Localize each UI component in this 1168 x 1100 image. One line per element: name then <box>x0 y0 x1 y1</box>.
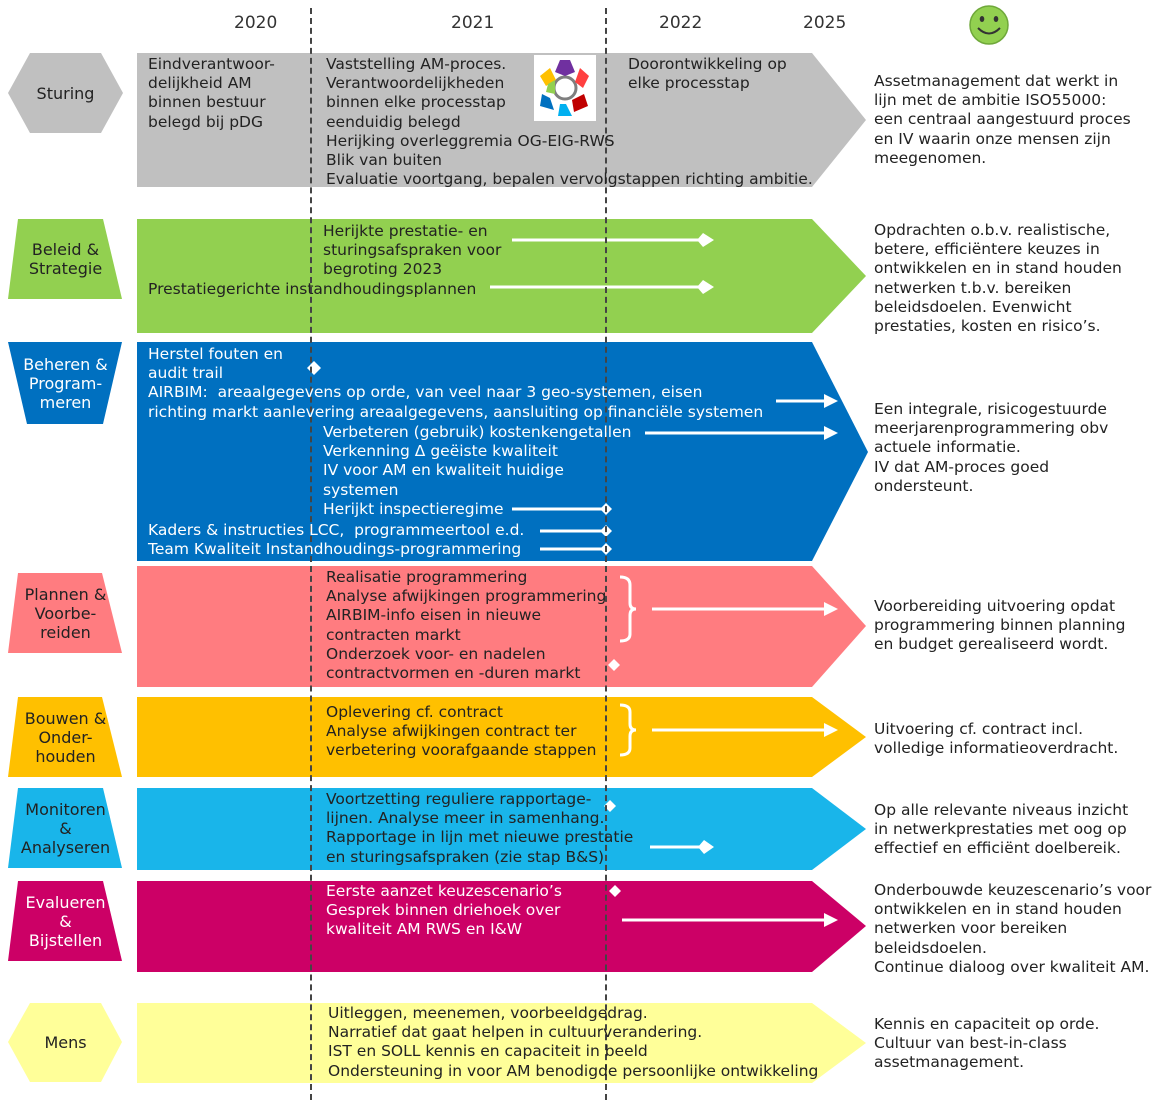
goal-beheren: Een integrale, risicogestuurde meerjaren… <box>874 400 1109 495</box>
beheren-text-kaders: Kaders & instructies LCC, programmeertoo… <box>148 521 525 559</box>
row-label-monitoren: Monitoren & Analyseren <box>20 799 111 857</box>
mens-label-shape <box>8 1003 122 1082</box>
year-2021: 2021 <box>451 13 495 33</box>
row-label-bouwen: Bouwen & Onder- houden <box>24 708 107 766</box>
beleid-band <box>137 219 866 333</box>
monitoren-band <box>137 788 866 870</box>
beheren-label-shape <box>8 342 122 424</box>
sturing-band <box>137 53 866 187</box>
beleid-label-shape <box>8 219 122 299</box>
bouwen-label-shape <box>8 697 122 777</box>
goal-plannen: Voorbereiding uitvoering opdat programme… <box>874 597 1126 654</box>
evalueren-text: Eerste aanzet keuzescenario’s Gesprek bi… <box>326 882 562 939</box>
beheren-text-verbeteren: Verbeteren (gebruik) kostenkengetallen V… <box>323 423 632 518</box>
year-2025: 2025 <box>803 13 847 33</box>
goal-evalueren: Onderbouwde keuzescenario’s voor ontwikk… <box>874 881 1152 976</box>
year-2020: 2020 <box>234 13 278 33</box>
bouwen-text: Oplevering cf. contract Analyse afwijkin… <box>326 703 597 760</box>
monitoren-label-shape <box>8 788 122 868</box>
plannen-label-shape <box>8 573 122 653</box>
goal-monitoren: Op alle relevante niveaus inzicht in net… <box>874 801 1129 858</box>
row-label-sturing: Sturing <box>36 83 95 103</box>
goal-sturing: Assetmanagement dat werkt in lijn met de… <box>874 72 1131 167</box>
sturing-text-2021: Vaststelling AM-proces. Verantwoordelijk… <box>326 55 813 189</box>
monitoren-text: Voortzetting reguliere rapportage- lijne… <box>326 790 634 866</box>
sturing-text-2020: Eindverantwoor- delijkheid AM binnen bes… <box>148 55 275 131</box>
goal-bouwen: Uitvoering cf. contract incl. volledige … <box>874 720 1119 758</box>
row-label-beleid: Beleid & Strategie <box>28 240 103 278</box>
row-label-mens: Mens <box>44 1033 87 1052</box>
goal-mens: Kennis en capaciteit op orde. Cultuur va… <box>874 1015 1100 1072</box>
smiley-face-icon <box>969 5 1009 45</box>
row-label-beheren: Beheren & Program- meren <box>23 354 108 412</box>
year-2022: 2022 <box>659 13 703 33</box>
mens-band <box>137 1003 866 1083</box>
bouwen-band <box>137 697 866 777</box>
beheren-band <box>137 342 868 561</box>
evalueren-label-shape <box>8 881 122 961</box>
sturing-label-shape <box>8 53 123 133</box>
process-wheel-icon <box>534 55 596 121</box>
evalueren-band <box>137 881 866 972</box>
row-label-plannen: Plannen & Voorbe- reiden <box>24 584 107 642</box>
row-label-evalueren: Evalueren & Bijstellen <box>25 892 106 950</box>
beleid-text-afspraken: Herijkte prestatie- en sturingsafspraken… <box>323 222 502 279</box>
beleid-text-plannen: Prestatiegerichte instandhoudingsplannen <box>148 280 477 298</box>
goal-beleid: Opdrachten o.b.v. realistische, betere, … <box>874 221 1122 336</box>
sturing-text-2022: Doorontwikkeling op elke processtap <box>628 55 787 93</box>
year-divider-2021 <box>310 8 312 1100</box>
beheren-text-airbim: Herstel fouten en audit trail AIRBIM: ar… <box>148 345 764 421</box>
mens-text: Uitleggen, meenemen, voorbeeldgedrag. Na… <box>328 1004 819 1080</box>
plannen-text: Realisatie programmering Analyse afwijki… <box>326 568 607 683</box>
year-divider-2022 <box>605 8 607 1100</box>
plannen-band <box>137 566 866 687</box>
